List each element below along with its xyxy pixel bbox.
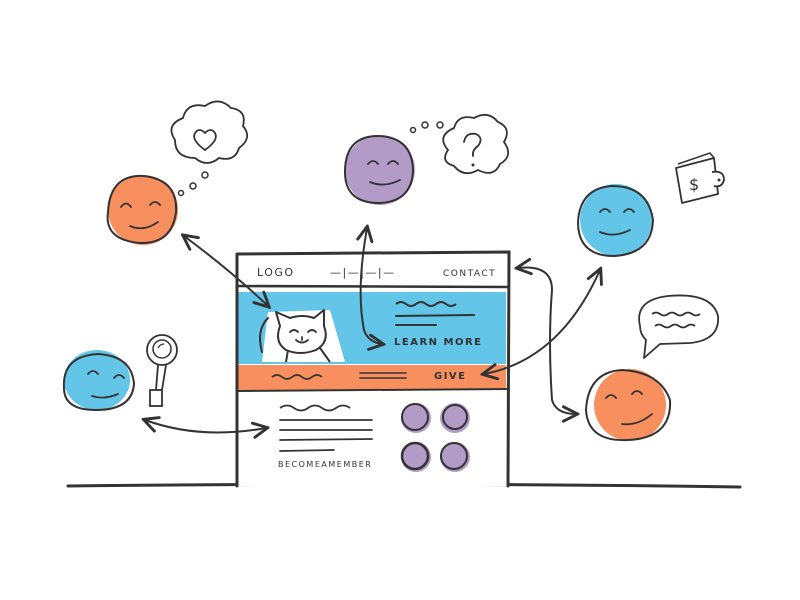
heart-icon xyxy=(193,129,217,152)
persona-blue-top-right: $ xyxy=(576,152,725,258)
magnifier-icon xyxy=(146,334,178,407)
arrow-purple-to-learnmore xyxy=(361,228,382,344)
nav-separators[interactable]: —|—|—|— xyxy=(330,266,396,279)
journey-arrows xyxy=(145,228,600,433)
thought-cloud xyxy=(442,113,510,175)
persona-blue-left xyxy=(62,334,178,412)
image-grid xyxy=(400,403,470,472)
persona-orange-right xyxy=(584,294,719,442)
nav-contact[interactable]: CONTACT xyxy=(443,269,496,279)
wallet-dollar-icon: $ xyxy=(675,152,725,204)
website-wireframe: LOGO —|—|—|— CONTACT LEARN MORE GIVE BEC… xyxy=(235,250,511,488)
svg-text:$: $ xyxy=(689,175,699,194)
become-member-link[interactable]: BECOMEAMEMBER xyxy=(278,460,372,469)
nav-logo[interactable]: LOGO xyxy=(257,266,295,279)
persona-orange-top-left xyxy=(106,100,249,245)
persona-purple-top-center xyxy=(343,113,510,205)
thought-cloud xyxy=(170,100,249,164)
arrow-orange-to-hero xyxy=(184,236,268,306)
learn-more-link[interactable]: LEARN MORE xyxy=(394,337,482,348)
cat-illustration xyxy=(259,309,345,363)
speech-bubble-icon xyxy=(638,294,719,359)
give-button[interactable]: GIVE xyxy=(434,371,467,382)
arrow-orange-to-contact xyxy=(518,267,576,414)
arrow-blue-to-member xyxy=(145,420,266,433)
question-mark-icon xyxy=(463,132,482,157)
